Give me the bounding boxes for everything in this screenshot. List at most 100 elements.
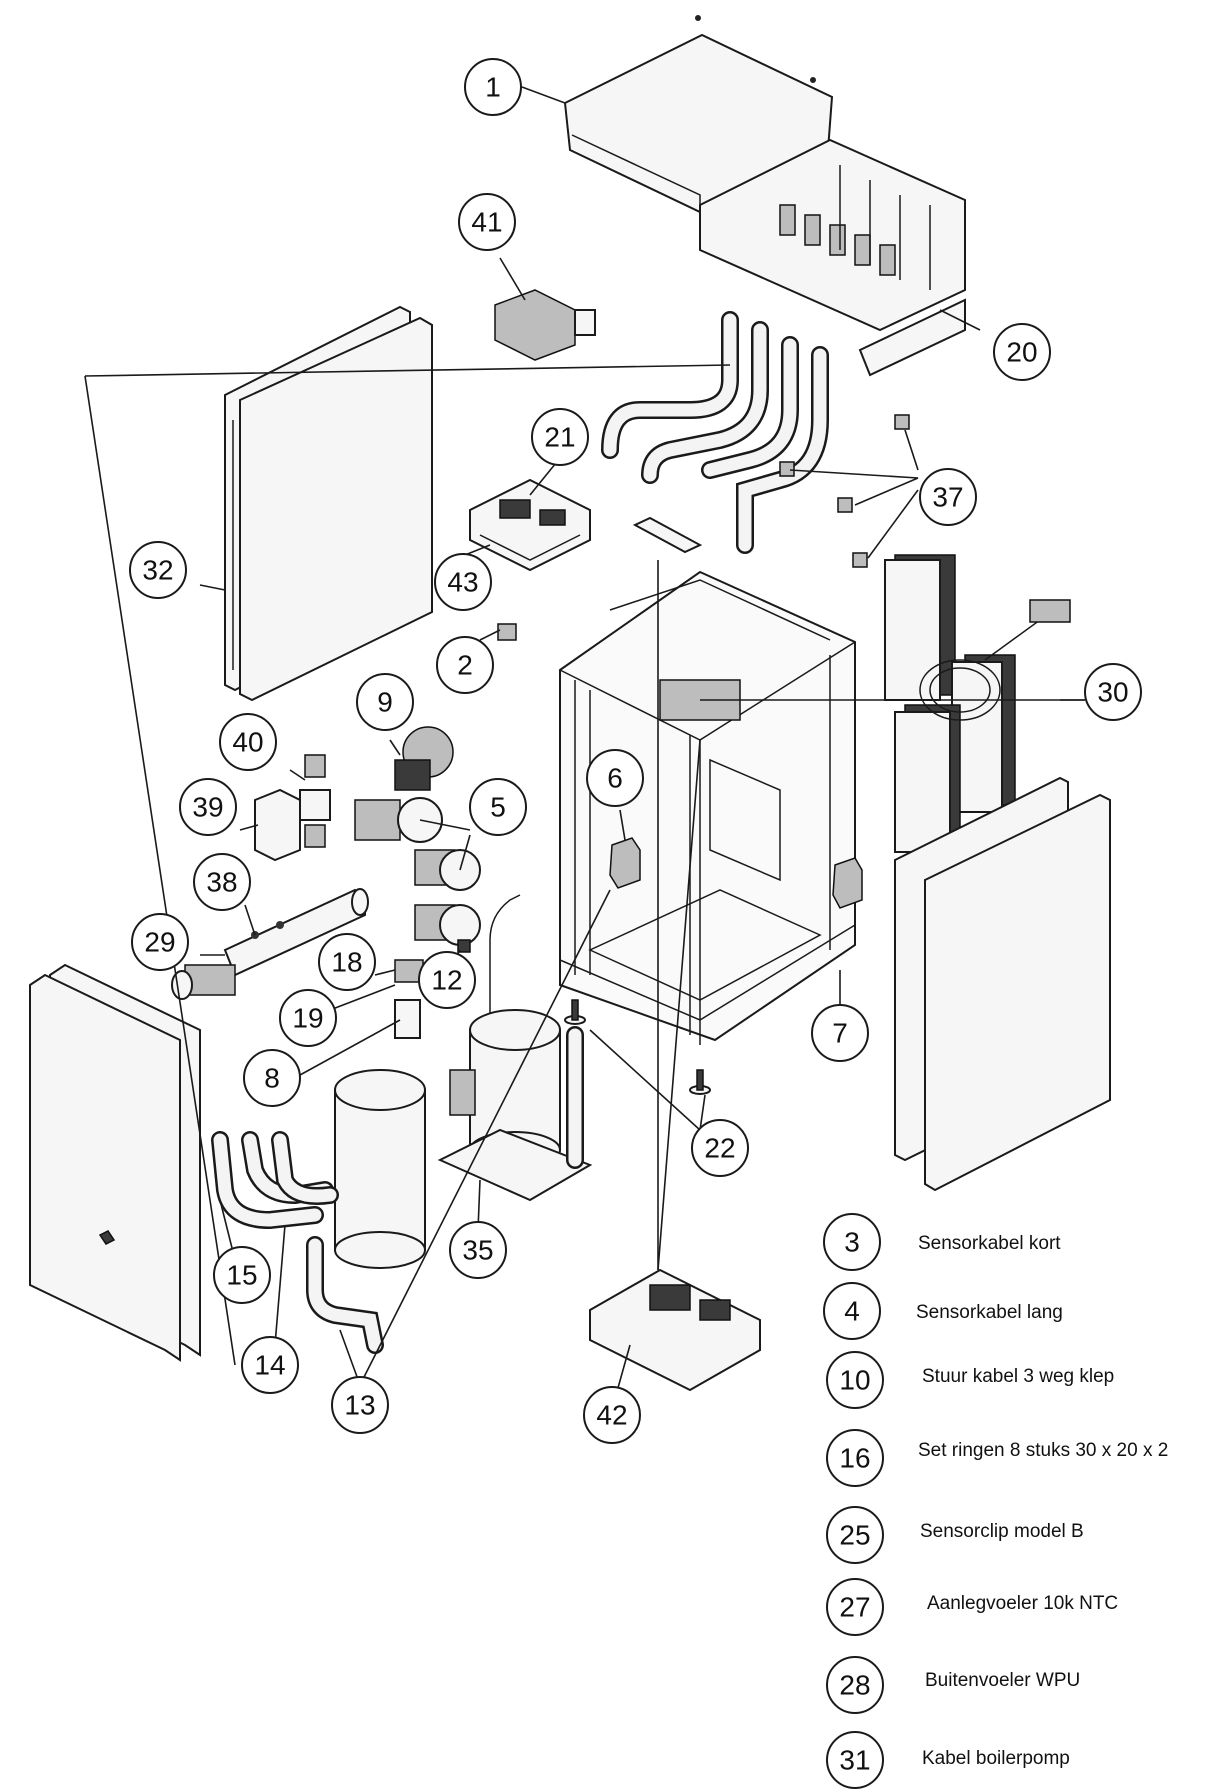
part-valve (254, 754, 331, 862)
callout-43: 43 (434, 553, 492, 611)
svg-text:14: 14 (254, 1350, 285, 1381)
svg-text:Set ringen 8 stuks 30 x 20 x 2: Set ringen 8 stuks 30 x 20 x 2 (918, 1440, 1168, 1461)
callout-18: 18 (318, 933, 376, 991)
part-pipes-lower (211, 1131, 384, 1354)
svg-text:29: 29 (144, 927, 175, 958)
svg-text:19: 19 (292, 1003, 323, 1034)
svg-text:Aanlegvoeler 10k NTC: Aanlegvoeler 10k NTC (927, 1593, 1118, 1614)
svg-text:32: 32 (142, 555, 173, 586)
part-small-components (394, 894, 521, 1055)
callout-5: 5 (469, 778, 527, 836)
svg-text:41: 41 (471, 207, 502, 238)
callout-37: 37 (919, 468, 977, 526)
part-pumps (354, 726, 481, 946)
part-side-panel-right (894, 776, 1111, 1192)
svg-text:Sensorkabel kort: Sensorkabel kort (918, 1233, 1061, 1254)
legend-item-3: 3 Sensorkabel kort (823, 1213, 1061, 1271)
part-heat-exchangers (884, 554, 1071, 853)
svg-text:42: 42 (596, 1400, 627, 1431)
svg-text:30: 30 (1097, 677, 1128, 708)
callout-22: 22 (691, 1119, 749, 1177)
svg-text:20: 20 (1006, 337, 1037, 368)
callout-21: 21 (531, 408, 589, 466)
callout-19: 19 (279, 989, 337, 1047)
legend-item-27: 27 Aanlegvoeler 10k NTC (826, 1578, 1118, 1636)
svg-text:18: 18 (331, 947, 362, 978)
svg-text:15: 15 (226, 1260, 257, 1291)
part-motor (494, 289, 596, 361)
svg-text:4: 4 (844, 1296, 860, 1327)
svg-text:22: 22 (704, 1133, 735, 1164)
part-rail (632, 516, 703, 554)
legend-item-25: 25 Sensorclip model B (826, 1506, 1084, 1564)
callout-14: 14 (241, 1336, 299, 1394)
callout-9: 9 (356, 673, 414, 731)
callout-7: 7 (811, 1004, 869, 1062)
part-front-panel (29, 963, 201, 1362)
callout-8: 8 (243, 1049, 301, 1107)
svg-text:31: 31 (839, 1745, 870, 1776)
part-valve-6 (609, 837, 641, 889)
svg-text:5: 5 (490, 792, 506, 823)
svg-text:2: 2 (457, 650, 473, 681)
callout-40: 40 (219, 713, 277, 771)
svg-text:21: 21 (544, 422, 575, 453)
svg-text:Sensorkabel lang: Sensorkabel lang (916, 1302, 1063, 1323)
svg-text:Sensorclip model B: Sensorclip model B (920, 1521, 1084, 1542)
part-control-board (469, 478, 591, 572)
part-clip-a (894, 414, 910, 430)
svg-text:40: 40 (232, 727, 263, 758)
svg-text:10: 10 (839, 1365, 870, 1396)
part-valve-7 (832, 857, 863, 909)
callout-6: 6 (586, 749, 644, 807)
part-feet (564, 999, 711, 1095)
part-clip-d (779, 461, 795, 477)
part-heating-element (171, 888, 369, 1000)
legend-item-16: 16 Set ringen 8 stuks 30 x 20 x 2 (826, 1429, 1168, 1487)
callout-41: 41 (458, 193, 516, 251)
part-manifold (699, 138, 966, 377)
callout-39: 39 (179, 778, 237, 836)
legend-item-4: 4 Sensorkabel lang (823, 1282, 1063, 1340)
svg-text:6: 6 (607, 763, 623, 794)
legend-item-31: 31 Kabel boilerpomp (826, 1731, 1070, 1789)
svg-text:9: 9 (377, 687, 393, 718)
callout-12: 12 (418, 951, 476, 1009)
svg-text:Stuur kabel 3 weg klep: Stuur kabel 3 weg klep (922, 1366, 1114, 1387)
callout-35: 35 (449, 1221, 507, 1279)
svg-text:27: 27 (839, 1592, 870, 1623)
svg-text:28: 28 (839, 1670, 870, 1701)
part-power-board (589, 1268, 761, 1392)
part-main-frame (559, 570, 856, 1045)
svg-text:1: 1 (485, 72, 501, 103)
svg-text:35: 35 (462, 1235, 493, 1266)
part-compressor (437, 1009, 593, 1202)
svg-text:Buitenvoeler WPU: Buitenvoeler WPU (925, 1670, 1080, 1691)
callout-42: 42 (583, 1386, 641, 1444)
callout-29: 29 (131, 913, 189, 971)
svg-text:3: 3 (844, 1227, 860, 1258)
svg-text:43: 43 (447, 567, 478, 598)
svg-text:37: 37 (932, 482, 963, 513)
callout-15: 15 (213, 1246, 271, 1304)
svg-text:8: 8 (264, 1063, 280, 1094)
legend: 3 Sensorkabel kort 4 Sensorkabel lang 10… (823, 1213, 1168, 1789)
svg-text:16: 16 (839, 1443, 870, 1474)
part-side-panel-left (224, 305, 433, 702)
callout-32: 32 (129, 541, 187, 599)
svg-text:7: 7 (832, 1018, 848, 1049)
part-clip-b (837, 497, 853, 513)
callouts: 1 41 20 21 37 32 43 2 9 30 40 6 5 39 38 … (129, 58, 1142, 1444)
part-pipes-upper (601, 311, 829, 554)
part-boiler-vessel (334, 1069, 426, 1269)
part-clip-c (852, 552, 868, 568)
part-small-connector (497, 623, 517, 641)
svg-text:39: 39 (192, 792, 223, 823)
svg-text:25: 25 (839, 1520, 870, 1551)
svg-text:Kabel boilerpomp: Kabel boilerpomp (922, 1748, 1070, 1769)
alignment-lines (84, 364, 1085, 1366)
svg-text:38: 38 (206, 867, 237, 898)
callout-20: 20 (993, 323, 1051, 381)
callout-13: 13 (331, 1376, 389, 1434)
